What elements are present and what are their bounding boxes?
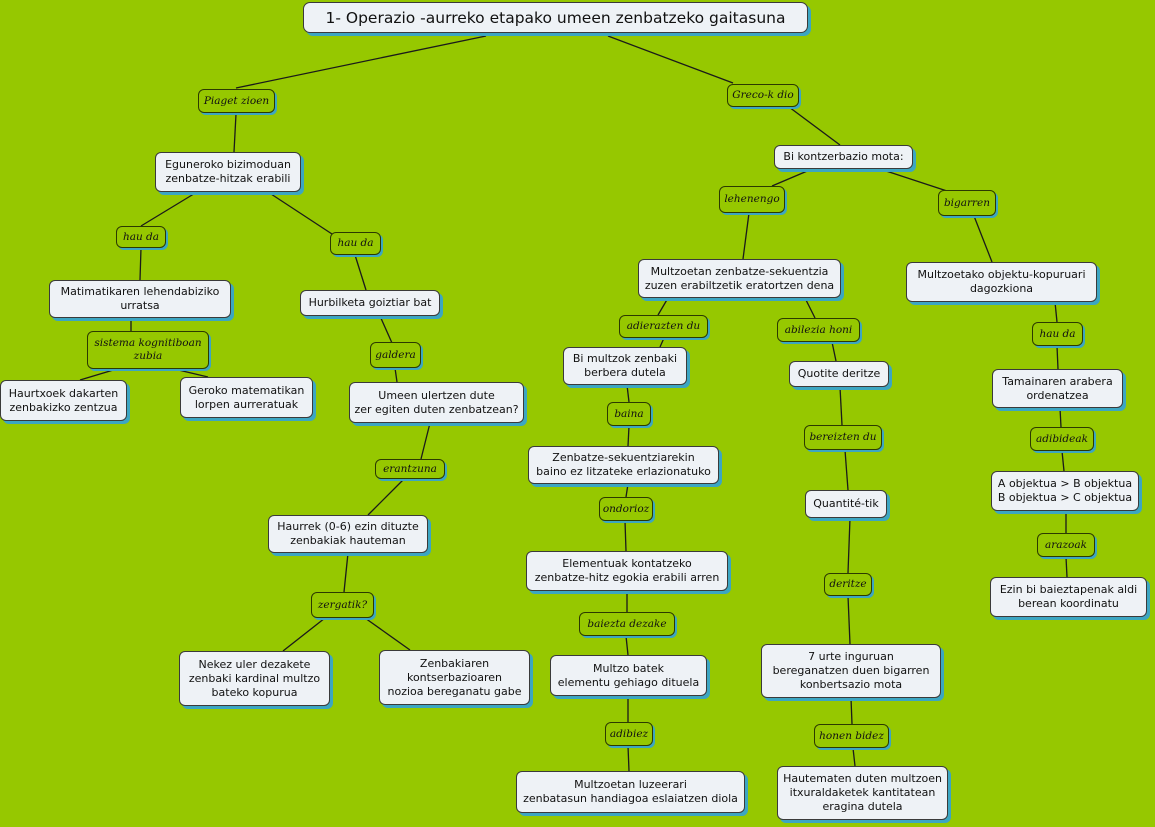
node-zenbakiaren[interactable]: Zenbakiaren kontserbazioaren nozioa bere… [379,650,530,705]
node-geroko[interactable]: Geroko matematikan lorpen aurreratuak [180,377,313,418]
connector-line [79,367,121,381]
connector-line [1059,407,1062,428]
connector-line [282,617,326,652]
connector-line [657,297,669,316]
label-hau-da-1[interactable]: hau da [116,226,166,248]
connector-line [844,449,849,491]
connector-line [235,35,487,89]
connector-line [233,113,237,153]
node-hurbilketa[interactable]: Hurbilketa goiztiar bat [300,290,440,316]
connector-line [627,425,630,447]
label-erantzuna[interactable]: erantzuna [375,459,445,479]
node-multzoetan-luzeerari[interactable]: Multzoetan luzeerari zenbatasun handiago… [516,771,745,813]
label-adibiez[interactable]: adibiez [605,722,653,746]
connector-line [624,520,627,552]
node-hautematen[interactable]: Hautematen duten multzoen itxuraldaketek… [777,766,948,820]
node-elementuak[interactable]: Elementuak kontatzeko zenbatze-hitz egok… [526,551,728,591]
connector-line [140,191,198,227]
connector-line [394,367,398,383]
label-ondorioz[interactable]: ondorioz [599,497,653,521]
label-adierazten-du[interactable]: adierazten du [619,315,708,338]
connector-line [139,247,142,281]
label-zergatik[interactable]: zergatik? [311,592,374,618]
connector-line [364,617,411,651]
node-matematikaren[interactable]: Matimatikaren lehendabiziko urratsa [49,280,231,318]
node-bi-kontzerbazio[interactable]: Bi kontzerbazio mota: [774,145,913,169]
connector-line [1061,450,1065,472]
label-honen-bidez[interactable]: honen bidez [814,724,889,748]
label-abilezia-honi[interactable]: abilezia honi [777,318,860,342]
connector-line [169,367,209,378]
node-multzo-batek[interactable]: Multzo batek elementu gehiago dituela [550,655,707,696]
connector-line [742,212,750,260]
connector-line [354,254,367,291]
connector-line [343,552,349,593]
node-ezin-bi[interactable]: Ezin bi baieztapenak aldi berean koordin… [990,577,1147,617]
label-piaget-zioen[interactable]: Piaget zioen [198,89,275,113]
connector-line [625,635,629,656]
label-greco-k-dio[interactable]: Greco-k dio [727,84,799,107]
connector-line [607,35,734,84]
label-baiezta-dezake[interactable]: baiezta dezake [579,612,675,636]
node-multzoetan-sekuentzia[interactable]: Multzoetan zenbatze-sekuentzia zuzen era… [638,259,841,298]
label-hau-da-3[interactable]: hau da [1032,322,1083,346]
label-sistema-kognitiboan[interactable]: sistema kognitiboan zubia [87,331,209,369]
connector-line [850,697,853,725]
label-galdera[interactable]: galdera [370,342,421,368]
node-quotite[interactable]: Quotite deritze [789,361,889,387]
connector-line [852,747,856,767]
connector-line [625,483,629,498]
label-bereizten-du[interactable]: bereizten du [804,425,882,450]
label-hau-da-2[interactable]: hau da [330,232,381,255]
connector-line [788,106,841,146]
connector-line [267,191,333,235]
node-zazpi-urte[interactable]: 7 urte inguruan bereganatzen duen bigarr… [761,644,941,698]
connector-line [1065,556,1068,578]
connector-line [379,315,393,344]
connector-line [420,422,431,460]
connector-line [1056,345,1059,370]
node-tamainaren[interactable]: Tamainaren arabera ordenatzea [992,369,1123,408]
node-quantite[interactable]: Quantité-tik [805,490,887,518]
label-arazoak[interactable]: arazoak [1037,533,1095,557]
connector-line [847,517,851,574]
connector-line [771,168,813,187]
label-lehenengo[interactable]: lehenengo [719,186,785,213]
node-eguneroko[interactable]: Eguneroko bizimoduan zenbatze-hitzak era… [155,152,301,192]
connector-line [659,337,665,348]
node-umeen-ulertzen[interactable]: Umeen ulertzen dute zer egiten duten zen… [349,382,524,423]
node-bi-multzok[interactable]: Bi multzok zenbaki berbera dutela [563,347,687,385]
connector-line [804,297,816,319]
connector-line [973,215,993,263]
connector-line [367,478,405,516]
label-baina[interactable]: baina [607,402,651,426]
connector-line [626,384,630,403]
node-multzoetako[interactable]: Multzoetako objektu-kopuruari dagozkiona [906,262,1097,302]
label-bigarren[interactable]: bigarren [938,190,996,216]
node-haurrek[interactable]: Haurrek (0-6) ezin dituzte zenbakiak hau… [268,515,428,553]
label-adibideak[interactable]: adibideak [1030,427,1094,451]
label-deritze[interactable]: deritze [824,573,872,596]
node-zenbatze-sekuentziarekin[interactable]: Zenbatze-sekuentziarekin baino ez litzat… [528,446,719,484]
node-nekez[interactable]: Nekez uler dezakete zenbaki kardinal mul… [179,651,330,706]
node-haurtxoek[interactable]: Haurtxoek dakarten zenbakizko zentzua [0,380,127,421]
connector-line [847,595,851,645]
map-title[interactable]: 1- Operazio -aurreko etapako umeen zenba… [303,2,808,33]
connector-line [839,386,843,426]
connector-line [1054,301,1058,323]
connector-line [627,745,630,772]
connector-line [831,341,837,362]
connector-line [882,169,948,192]
node-a-objektua[interactable]: A objektua > B objektua B objektua > C o… [991,471,1139,511]
